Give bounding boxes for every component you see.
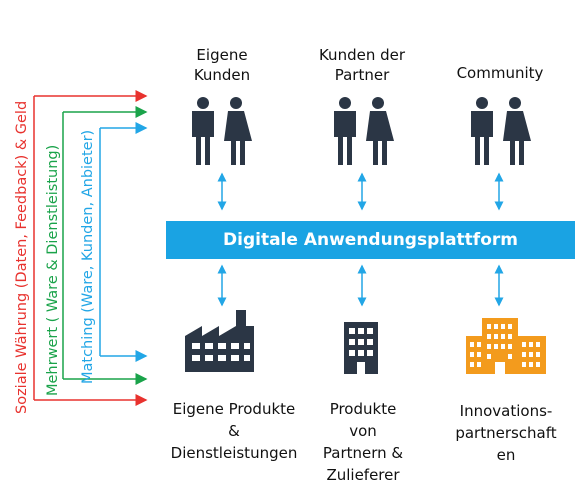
label-line: Dienstleistungen [170,444,298,462]
label-line: Zulieferer [326,466,400,484]
label-line: en [496,446,516,464]
people-group-community [471,97,531,165]
label-line: Produkte [329,400,397,418]
female-icon [224,97,252,165]
label-social-currency: Soziale Währung (Daten, Feedback) & Geld [14,100,30,414]
label-line: Partnern & [322,444,404,462]
male-icon [471,97,493,165]
blue-flow-bracket [99,122,148,362]
label-line: Eigene Produkte [172,400,296,418]
label-line: partnerschaft [455,424,557,442]
label-line: Partner [334,66,390,84]
platform-bar: Digitale Anwendungsplattform [166,221,575,259]
male-icon [192,97,214,165]
red-flow-bracket [33,90,148,406]
green-flow-bracket [62,106,148,385]
label-partner-customers: Kunden der Partner [302,45,422,85]
label-added-value: Mehrwert ( Ware & Dienstleistung) [45,144,61,396]
label-community: Community [440,63,560,83]
label-matching: Matching (Ware, Kunden, Anbieter) [80,129,96,384]
office-building-icon [344,322,378,374]
label-line: Eigene [196,46,248,64]
label-innovation-partnerships: Innovations- partnerschaft en [446,400,566,466]
label-line: & [228,422,240,440]
female-icon [503,97,531,165]
label-line: von [349,422,377,440]
label-line: Kunden der [318,46,406,64]
female-icon [366,97,394,165]
label-line: Kunden [193,66,251,84]
people-group-own-customers [192,97,252,165]
people-group-partner-customers [334,97,394,165]
factory-icon [185,310,254,372]
label-line: Community [456,64,544,82]
label-own-products: Eigene Produkte & Dienstleistungen [160,398,308,464]
male-icon [334,97,356,165]
label-partner-products: Produkte von Partnern & Zulieferer [318,398,408,486]
company-building-icon [466,318,546,374]
label-line: Innovations- [459,402,553,420]
label-own-customers: Eigene Kunden [172,45,272,85]
